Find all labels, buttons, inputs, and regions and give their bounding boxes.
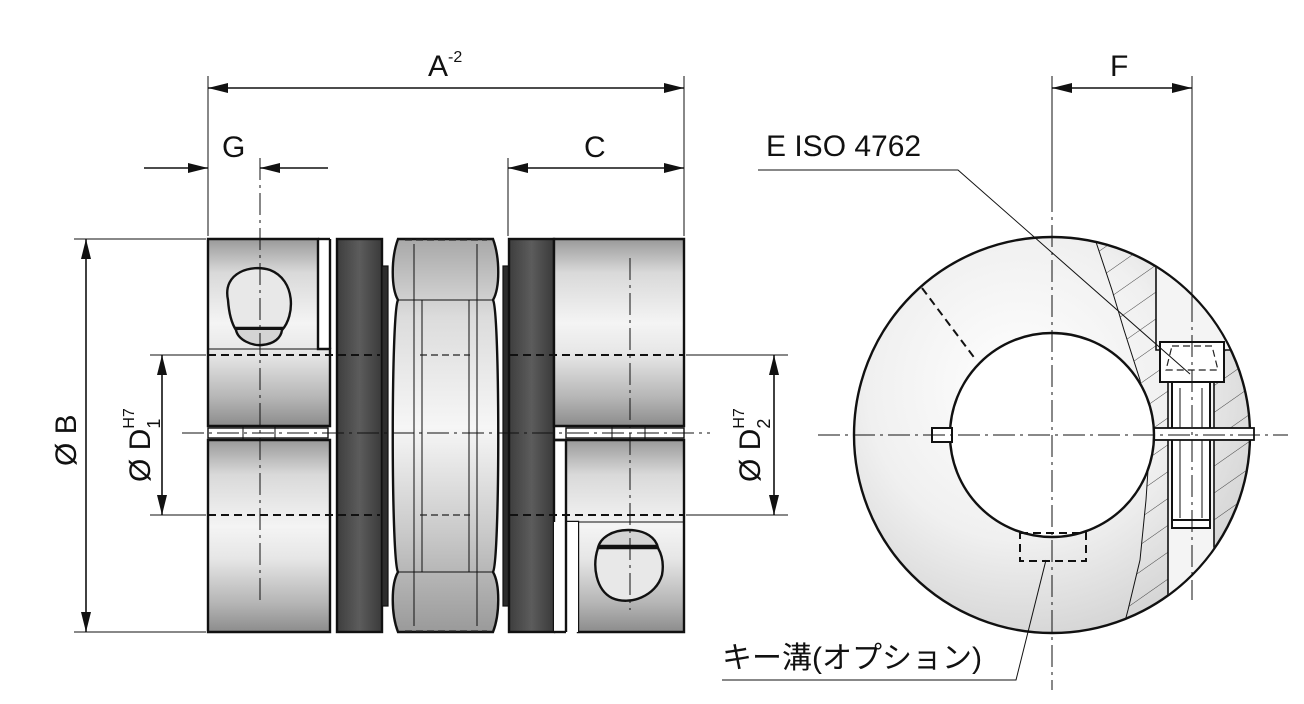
dimension-f-label: F	[1110, 50, 1128, 83]
keyway-callout-label: キー溝(オプション)	[722, 642, 982, 675]
end-view-dimensions: F E ISO 4762 キー溝(オプション)	[722, 50, 1193, 681]
dimension-d2-label: Ø D2H7	[731, 408, 774, 482]
right-clamp-screw-icon	[594, 528, 664, 602]
dimension-a-label: A-2	[428, 49, 462, 83]
dimension-g-label: G	[222, 131, 245, 164]
screw-callout-label: E ISO 4762	[766, 130, 921, 163]
left-disc-pack	[335, 237, 384, 634]
side-view	[182, 158, 710, 634]
side-view-dimensions: A-2 G C Ø B Ø D1H7 Ø D2H7	[50, 49, 788, 633]
dimension-b-label: Ø B	[50, 414, 83, 466]
dimension-d1-label: Ø D1H7	[121, 408, 164, 482]
right-disc-pack	[507, 237, 556, 634]
center-spacer	[391, 237, 500, 634]
end-view	[818, 190, 1288, 690]
left-clamp-screw-icon	[226, 266, 293, 347]
dimension-c-label: C	[584, 131, 606, 164]
